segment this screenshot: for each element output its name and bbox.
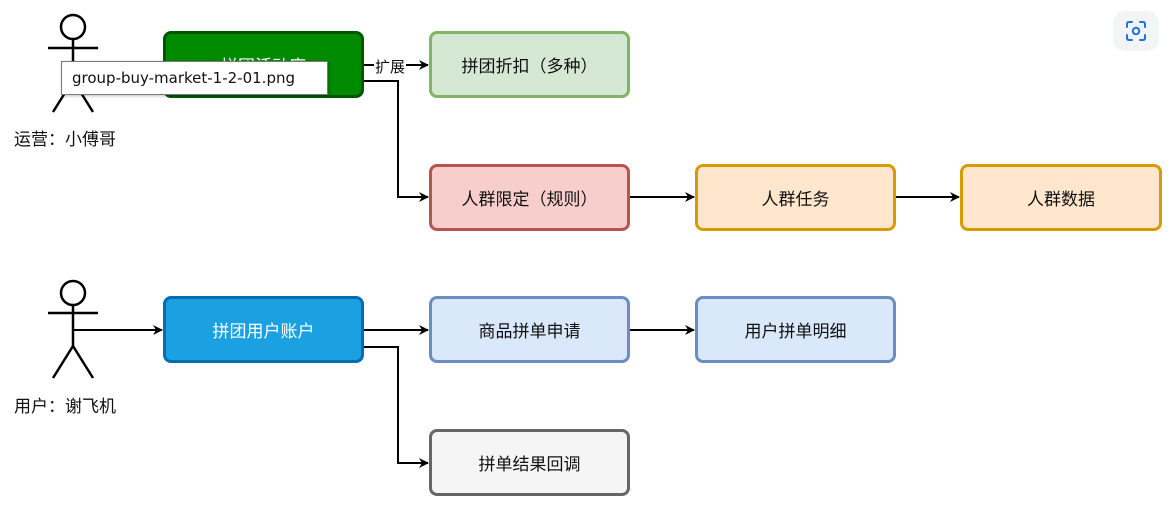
user-label: 用户：谢飞机 bbox=[14, 397, 116, 417]
node-group-discount[interactable]: 拼团折扣（多种） bbox=[429, 31, 630, 98]
node-crowd-limit-label: 人群限定（规则） bbox=[461, 190, 598, 210]
user-actor-icon bbox=[48, 279, 98, 379]
node-order-detail-label: 用户拼单明细 bbox=[744, 322, 847, 342]
node-result-callback-label: 拼单结果回调 bbox=[478, 455, 581, 475]
node-crowd-data-label: 人群数据 bbox=[1027, 190, 1095, 210]
edge-account-callback bbox=[364, 346, 429, 468]
node-crowd-data[interactable]: 人群数据 bbox=[960, 164, 1162, 231]
node-crowd-limit[interactable]: 人群限定（规则） bbox=[429, 164, 630, 231]
node-user-account-label: 拼团用户账户 bbox=[212, 322, 315, 342]
edge-activity-crowd-limit bbox=[364, 80, 429, 202]
node-result-callback[interactable]: 拼单结果回调 bbox=[429, 429, 630, 496]
node-order-detail[interactable]: 用户拼单明细 bbox=[695, 296, 896, 363]
node-group-discount-label: 拼团折扣（多种） bbox=[461, 57, 598, 77]
node-order-apply-label: 商品拼单申请 bbox=[478, 322, 581, 342]
operator-label: 运营：小傅哥 bbox=[14, 130, 116, 150]
node-order-apply[interactable]: 商品拼单申请 bbox=[429, 296, 630, 363]
node-user-account[interactable]: 拼团用户账户 bbox=[163, 296, 364, 363]
node-crowd-task[interactable]: 人群任务 bbox=[695, 164, 896, 231]
filename-tooltip-text: group-buy-market-1-2-01.png bbox=[72, 69, 295, 87]
filename-tooltip: group-buy-market-1-2-01.png bbox=[61, 61, 328, 95]
lens-search-icon bbox=[1126, 21, 1146, 41]
node-crowd-task-label: 人群任务 bbox=[761, 190, 830, 210]
edge-label-extend: 扩展 bbox=[374, 56, 407, 77]
lens-search-button[interactable] bbox=[1113, 11, 1159, 51]
